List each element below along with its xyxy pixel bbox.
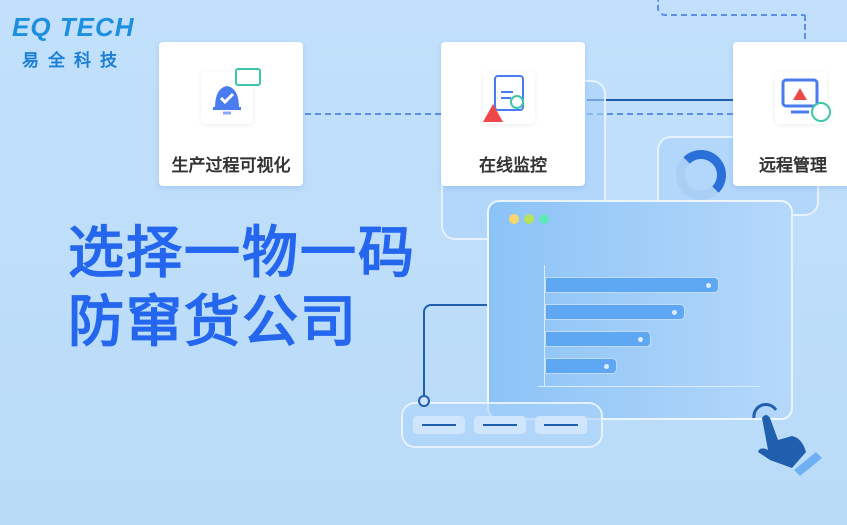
bell-check-icon: [201, 72, 253, 124]
panel-button[interactable]: [474, 416, 526, 434]
card-production-visualization[interactable]: 生产过程可视化: [159, 42, 303, 186]
headline-line2: 防窜货公司: [68, 290, 358, 355]
window-dot-green: [524, 214, 534, 224]
panel-button[interactable]: [413, 416, 465, 434]
donut-chart-icon: [676, 150, 726, 200]
window-dot-teal: [539, 214, 549, 224]
card-title: 在线监控: [479, 156, 547, 176]
monitor-warning-icon: [775, 72, 831, 124]
card-remote-management[interactable]: 远程管理: [733, 42, 847, 186]
window-dot-yellow: [509, 214, 519, 224]
card-title: 远程管理: [759, 156, 827, 176]
chart-axis: [544, 265, 545, 387]
connector-line: [804, 15, 806, 39]
logo: EQ TECH: [12, 12, 135, 42]
connector-line: [587, 99, 733, 101]
chat-bubble-icon: [235, 68, 261, 86]
card-online-monitoring[interactable]: 在线监控: [441, 42, 585, 186]
chart-bar: [545, 304, 685, 320]
chart-bar: [545, 331, 651, 347]
card-title: 生产过程可视化: [171, 156, 291, 176]
chart-bar: [545, 277, 719, 293]
chart-axis: [538, 386, 760, 387]
panel-button[interactable]: [535, 416, 587, 434]
chart-bar: [545, 358, 617, 374]
logo-subtitle: 易全科技: [22, 51, 126, 71]
connector-node: [418, 395, 430, 407]
connector-line: [305, 113, 441, 115]
headline-line1: 选择一物一码: [68, 221, 416, 286]
inspection-warning-icon: [483, 72, 535, 124]
connector-line: [587, 113, 733, 115]
connector-line: [423, 304, 487, 400]
hand-pointer-icon: [750, 396, 830, 480]
connector-line: [657, 0, 805, 16]
